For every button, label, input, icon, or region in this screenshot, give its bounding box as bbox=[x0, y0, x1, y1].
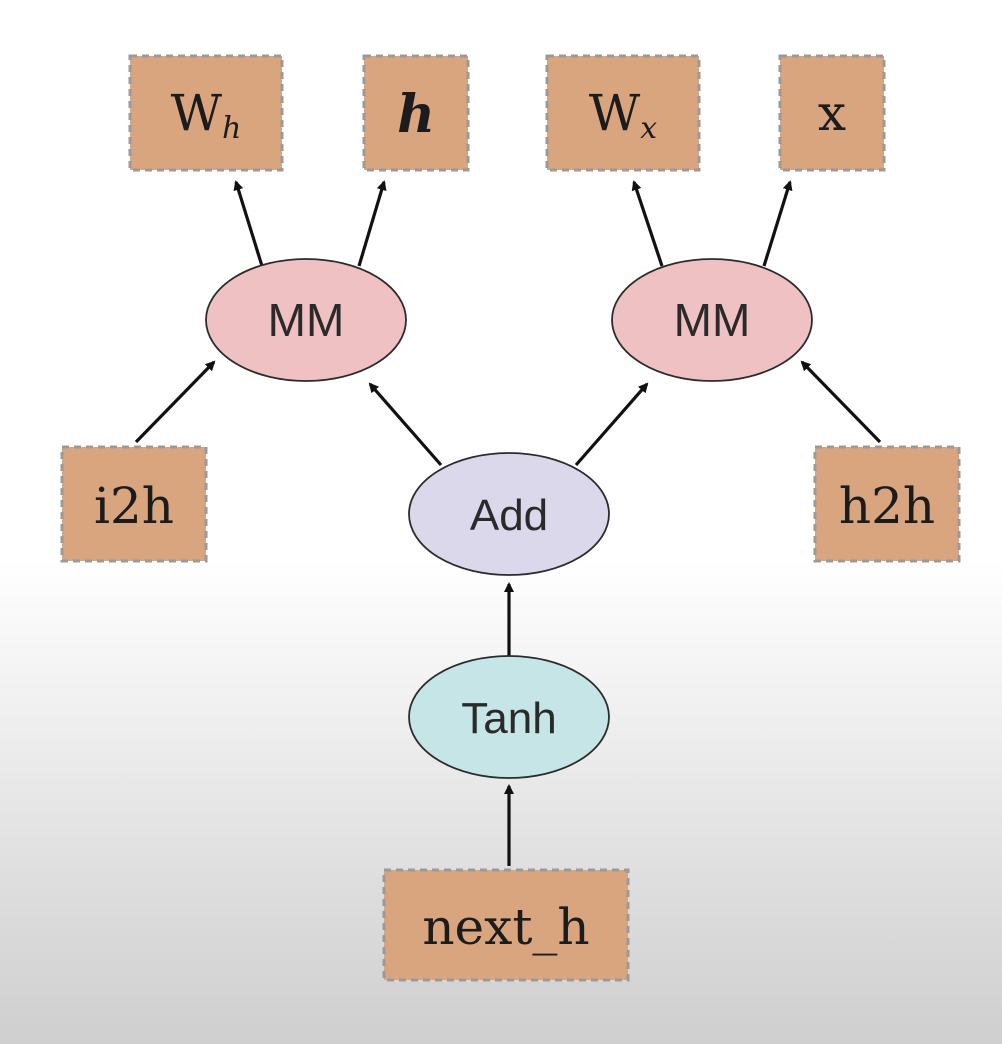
edge-i2h-to-mm-left bbox=[134, 360, 216, 444]
edge-h2h-to-mm-right bbox=[800, 360, 882, 444]
edge-mm-right-to-x bbox=[762, 180, 793, 267]
variable-box bbox=[60, 445, 208, 563]
edge-mm-right-to-w-x bbox=[631, 180, 664, 267]
variable-label-w: W bbox=[171, 84, 223, 142]
variable-box bbox=[545, 54, 701, 172]
edge-mm-left-to-w-h bbox=[233, 180, 264, 267]
variable-label-i2h: i2h bbox=[94, 477, 174, 535]
variable-subscript-h: h bbox=[222, 111, 241, 146]
variable-node-h2h: h2h bbox=[813, 445, 961, 563]
edge-add-to-mm-right bbox=[574, 382, 649, 467]
svg-text:Wx: Wx bbox=[589, 84, 657, 146]
operation-ellipse bbox=[205, 258, 407, 382]
variable-label-next-h: next_h bbox=[422, 898, 589, 956]
variable-box bbox=[382, 868, 630, 982]
operation-node-tanh: Tanh bbox=[408, 655, 610, 779]
operation-node-mm-right: MM bbox=[611, 258, 813, 382]
operation-ellipse bbox=[408, 452, 610, 576]
variable-node-next-h: next_h bbox=[382, 868, 630, 982]
edges bbox=[134, 180, 882, 866]
operation-node-mm-left: MM bbox=[205, 258, 407, 382]
variable-label-w: W bbox=[589, 84, 641, 142]
operation-label-mm: MM bbox=[268, 294, 345, 346]
variable-box bbox=[362, 54, 470, 172]
operation-label-mm: MM bbox=[674, 294, 751, 346]
variable-node-w-h: Wh bbox=[128, 54, 284, 172]
operation-ellipse bbox=[611, 258, 813, 382]
variable-node-x: x bbox=[778, 54, 886, 172]
variable-label-h2h: h2h bbox=[839, 477, 935, 535]
variable-subscript-x: x bbox=[640, 111, 657, 146]
variable-box bbox=[128, 54, 284, 172]
operation-node-add: Add bbox=[408, 452, 610, 576]
variable-label-x: x bbox=[818, 84, 846, 142]
variable-box bbox=[813, 445, 961, 563]
variable-node-h: h bbox=[362, 54, 470, 172]
operation-ellipse bbox=[408, 655, 610, 779]
operation-label-tanh: Tanh bbox=[461, 694, 556, 743]
variable-node-i2h: i2h bbox=[60, 445, 208, 563]
edge-mm-left-to-h bbox=[357, 180, 387, 267]
variable-label-h: h bbox=[397, 84, 435, 145]
edge-add-to-mm-left bbox=[368, 382, 443, 467]
operation-label-add: Add bbox=[470, 491, 548, 540]
variable-node-w-x: Wx bbox=[545, 54, 701, 172]
variable-box bbox=[778, 54, 886, 172]
svg-text:Wh: Wh bbox=[171, 84, 242, 146]
